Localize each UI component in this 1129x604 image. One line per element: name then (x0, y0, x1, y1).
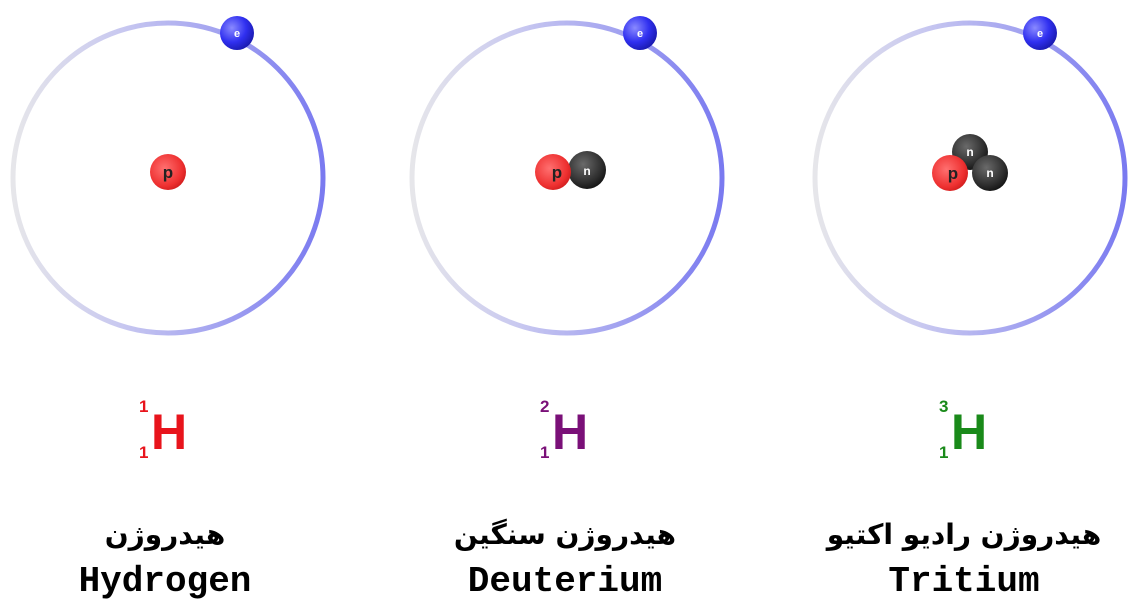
neutron-label: n (966, 145, 973, 159)
electron (1023, 16, 1057, 50)
electron-label: e (234, 28, 240, 40)
name-fa-deuterium: هیدروژن سنگین (453, 518, 677, 551)
isotope-symbol-deuterium: 2 1 H (506, 390, 626, 470)
proton (150, 154, 186, 190)
mass-number: 2 (540, 397, 550, 416)
name-fa-tritium: هیدروژن رادیو اکتیو (826, 518, 1102, 551)
mass-number: 1 (139, 397, 149, 416)
proton-label: p (163, 163, 173, 182)
element-symbol: H (552, 404, 589, 460)
neutron-label: n (583, 164, 590, 178)
element-symbol: H (151, 404, 188, 460)
atomic-number: 1 (939, 443, 949, 462)
name-en-hydrogen: Hydrogen (78, 561, 252, 602)
name-en-deuterium: Deuterium (467, 561, 663, 602)
atom-hydrogen: p e (10, 16, 326, 336)
proton (932, 155, 968, 191)
mass-number: 3 (939, 397, 949, 416)
electron (220, 16, 254, 50)
orbit (409, 20, 725, 336)
isotope-symbol-tritium: 3 1 H (905, 390, 1025, 470)
proton-label: p (552, 163, 562, 182)
orbit (812, 20, 1128, 336)
proton (535, 154, 571, 190)
atom-deuterium: n p e (409, 16, 725, 336)
neutron (972, 155, 1008, 191)
name-fa-hydrogen: هیدروژن (104, 518, 226, 551)
name-en-tritium: Tritium (888, 561, 1040, 602)
neutron-label: n (986, 166, 993, 180)
atomic-number: 1 (540, 443, 550, 462)
orbit (10, 20, 326, 336)
electron-label: e (1037, 28, 1043, 40)
electron-label: e (637, 28, 643, 40)
atom-tritium: n n p e (812, 16, 1128, 336)
atomic-number: 1 (139, 443, 149, 462)
electron (623, 16, 657, 50)
neutron (568, 151, 606, 189)
proton-label: p (948, 164, 958, 183)
element-symbol: H (951, 404, 988, 460)
isotope-symbol-hydrogen: 1 1 H (105, 390, 225, 470)
